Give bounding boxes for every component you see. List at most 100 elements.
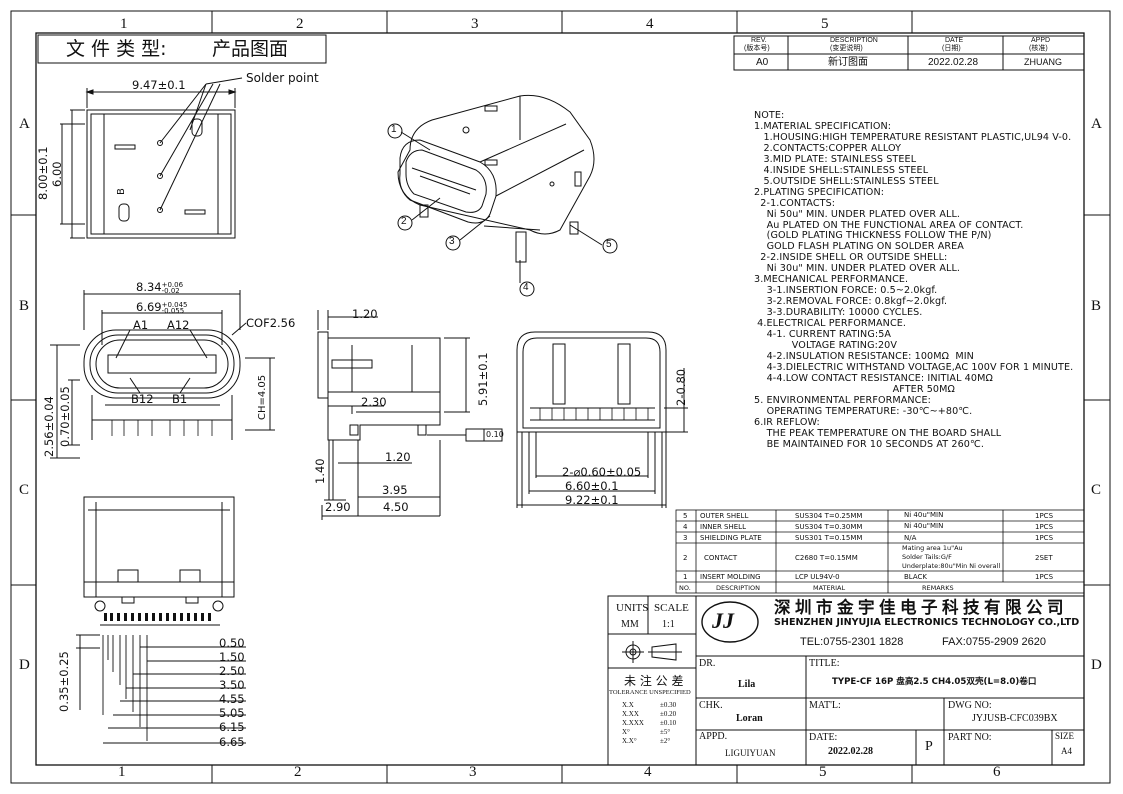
tolerance-label-en: TOLERANCE UNSPECIFIED xyxy=(609,689,691,696)
bom-row-4-material: SUS304 T=0.30MM xyxy=(795,523,863,531)
grid-col-4-top: 4 xyxy=(646,16,654,32)
tolerance-key-1: X.X xyxy=(622,701,634,709)
tolerance-key-4: X° xyxy=(622,728,630,736)
bom-header-description: DESCRIPTION xyxy=(716,584,760,592)
pin-label-a12: A12 xyxy=(167,318,190,332)
company-name-cn: 深圳市金宇佳电子科技有限公司 xyxy=(774,598,1068,617)
rev-col-description: DESCRIPTION xyxy=(830,37,878,44)
bom-row-2-description: CONTACT xyxy=(704,554,738,562)
rev-col-date-cn: (日期) xyxy=(942,45,961,52)
pin-label-a1: A1 xyxy=(133,318,149,332)
grid-row-d-left: D xyxy=(19,657,30,673)
grid-row-d-right: D xyxy=(1091,657,1102,673)
note-line: 4.INSIDE SHELL:STAINLESS STEEL xyxy=(754,164,929,176)
dr-label: DR. xyxy=(699,658,716,669)
grid-row-c-left: C xyxy=(19,482,30,498)
note-line: 3.MECHANICAL PERFORMANCE. xyxy=(754,274,909,286)
units-value: MM xyxy=(621,619,639,630)
bom-row-1-material: LCP UL94V-0 xyxy=(795,573,840,581)
dim-face-width-tol-up: +0.06 xyxy=(161,281,184,289)
note-line: (GOLD PLATING THICKNESS FOLLOW THE P/N) xyxy=(754,230,992,242)
company-name-en: SHENZHEN JINYUJIA ELECTRONICS TECHNOLOGY… xyxy=(774,617,1080,628)
grid-col-2-top: 2 xyxy=(296,16,304,32)
bom-row-3-no: 3 xyxy=(683,534,688,542)
dim-stack-3: 2.50 xyxy=(219,664,245,678)
company-fax: FAX:0755-2909 2620 xyxy=(942,636,1046,648)
bom-row-1-description: INSERT MOLDING xyxy=(700,573,761,581)
dim-face-width-tol-dn: -0.02 xyxy=(161,287,180,295)
bom-row-2-qty: 2SET xyxy=(1035,554,1053,562)
note-line: 3-3.DURABILITY: 10000 CYCLES. xyxy=(754,307,923,319)
bom-row-5-material: SUS304 T=0.25MM xyxy=(795,512,863,520)
bom-row-1-remarks: BLACK xyxy=(904,573,928,581)
dim-inner-width-tol-dn: -0.055 xyxy=(161,307,185,315)
pin-label-b12: B12 xyxy=(131,392,154,406)
bom-row-4-description: INNER SHELL xyxy=(700,523,746,531)
grid-row-c-right: C xyxy=(1091,482,1102,498)
dwg-label: DWG NO: xyxy=(948,700,992,711)
grid-col-5-top: 5 xyxy=(821,16,829,32)
file-type-label: 文 件 类 型: xyxy=(66,38,167,60)
dim-face-width: 8.34+0.06-0.02 xyxy=(136,280,184,295)
dim-face-width-value: 8.34 xyxy=(136,280,162,294)
tolerance-key-3: X.XXX xyxy=(622,719,644,727)
note-line: 2-2.INSIDE SHELL OR OUTSIDE SHELL: xyxy=(754,252,948,264)
bom-row-2-material: C2680 T=0.15MM xyxy=(795,554,858,562)
grid-row-b-left: B xyxy=(19,298,30,314)
rev-row-appd: ZHUANG xyxy=(1024,57,1062,67)
dim-stack-2: 1.50 xyxy=(219,650,245,664)
note-line: 2-1.CONTACTS: xyxy=(754,197,836,209)
grid-col-3-bottom: 3 xyxy=(469,764,477,780)
pin-label-b1: B1 xyxy=(172,392,188,406)
rev-row-date: 2022.02.28 xyxy=(928,57,979,68)
appd-label: APPD. xyxy=(699,731,728,742)
bom-row-5-remarks: Ni 40u"MIN xyxy=(904,511,944,519)
dim-inner-width-tol-up: +0.045 xyxy=(161,301,188,309)
note-line: Ni 50u" MIN. UNDER PLATED OVER ALL. xyxy=(754,208,961,220)
note-line: 5. ENVIRONMENTAL PERFORMANCE: xyxy=(754,394,931,406)
file-type-value: 产品图面 xyxy=(212,38,289,60)
grid-col-2-bottom: 2 xyxy=(294,764,302,780)
scale-label: SCALE xyxy=(654,602,689,614)
balloon-2: 2 xyxy=(401,216,407,227)
bom-row-3-remarks: N/A xyxy=(904,534,917,542)
tolerance-val-4: ±5° xyxy=(660,728,671,736)
note-line: BE MAINTAINED FOR 10 SECONDS AT 260℃. xyxy=(754,438,985,450)
note-line: NOTE: xyxy=(754,110,785,121)
bom-row-4-qty: 1PCS xyxy=(1035,523,1054,531)
note-line: THE PEAK TEMPERATURE ON THE BOARD SHALL xyxy=(754,427,1002,439)
material-label: MAT'L: xyxy=(809,700,841,711)
dim-rear-922: 9.22±0.1 xyxy=(565,493,619,507)
bom-row-2-no: 2 xyxy=(683,554,688,562)
units-label: UNITS xyxy=(616,602,649,614)
grid-row-a-left: A xyxy=(19,116,30,132)
dim-side-290: 2.90 xyxy=(325,500,351,514)
note-line: Au PLATED ON THE FUNCTIONAL AREA OF CONT… xyxy=(754,219,1024,231)
note-line: 6.IR REFLOW: xyxy=(754,416,820,428)
grid-col-1-top: 1 xyxy=(120,16,128,32)
note-line: 3-2.REMOVAL FORCE: 0.8kgf~2.0kgf. xyxy=(754,296,948,308)
balloon-5: 5 xyxy=(606,239,612,250)
note-line: 5.OUTSIDE SHELL:STAINLESS STEEL xyxy=(754,175,939,187)
dim-side-450: 4.50 xyxy=(383,500,409,514)
bom-header-material: MATERIAL xyxy=(813,584,846,592)
label-solder-point: Solder point xyxy=(246,71,319,85)
title-label: TITLE: xyxy=(809,658,840,669)
note-line: 1.MATERIAL SPECIFICATION: xyxy=(754,120,892,132)
note-line: 3-1.INSERTION FORCE: 0.5~2.0kgf. xyxy=(754,285,938,297)
dim-top-width: 9.47±0.1 xyxy=(132,78,186,92)
balloon-3: 3 xyxy=(449,236,455,247)
grid-col-6-bottom: 6 xyxy=(993,764,1001,780)
scale-value: 1:1 xyxy=(662,619,675,630)
part-no-label: PART NO: xyxy=(948,732,992,743)
note-line: 4-3.DIELECTRIC WITHSTAND VOLTAGE,AC 100V… xyxy=(754,361,1074,373)
dim-side-120b: 1.20 xyxy=(385,450,411,464)
note-line: Ni 30u" MIN. UNDER PLATED OVER ALL. xyxy=(754,263,961,275)
